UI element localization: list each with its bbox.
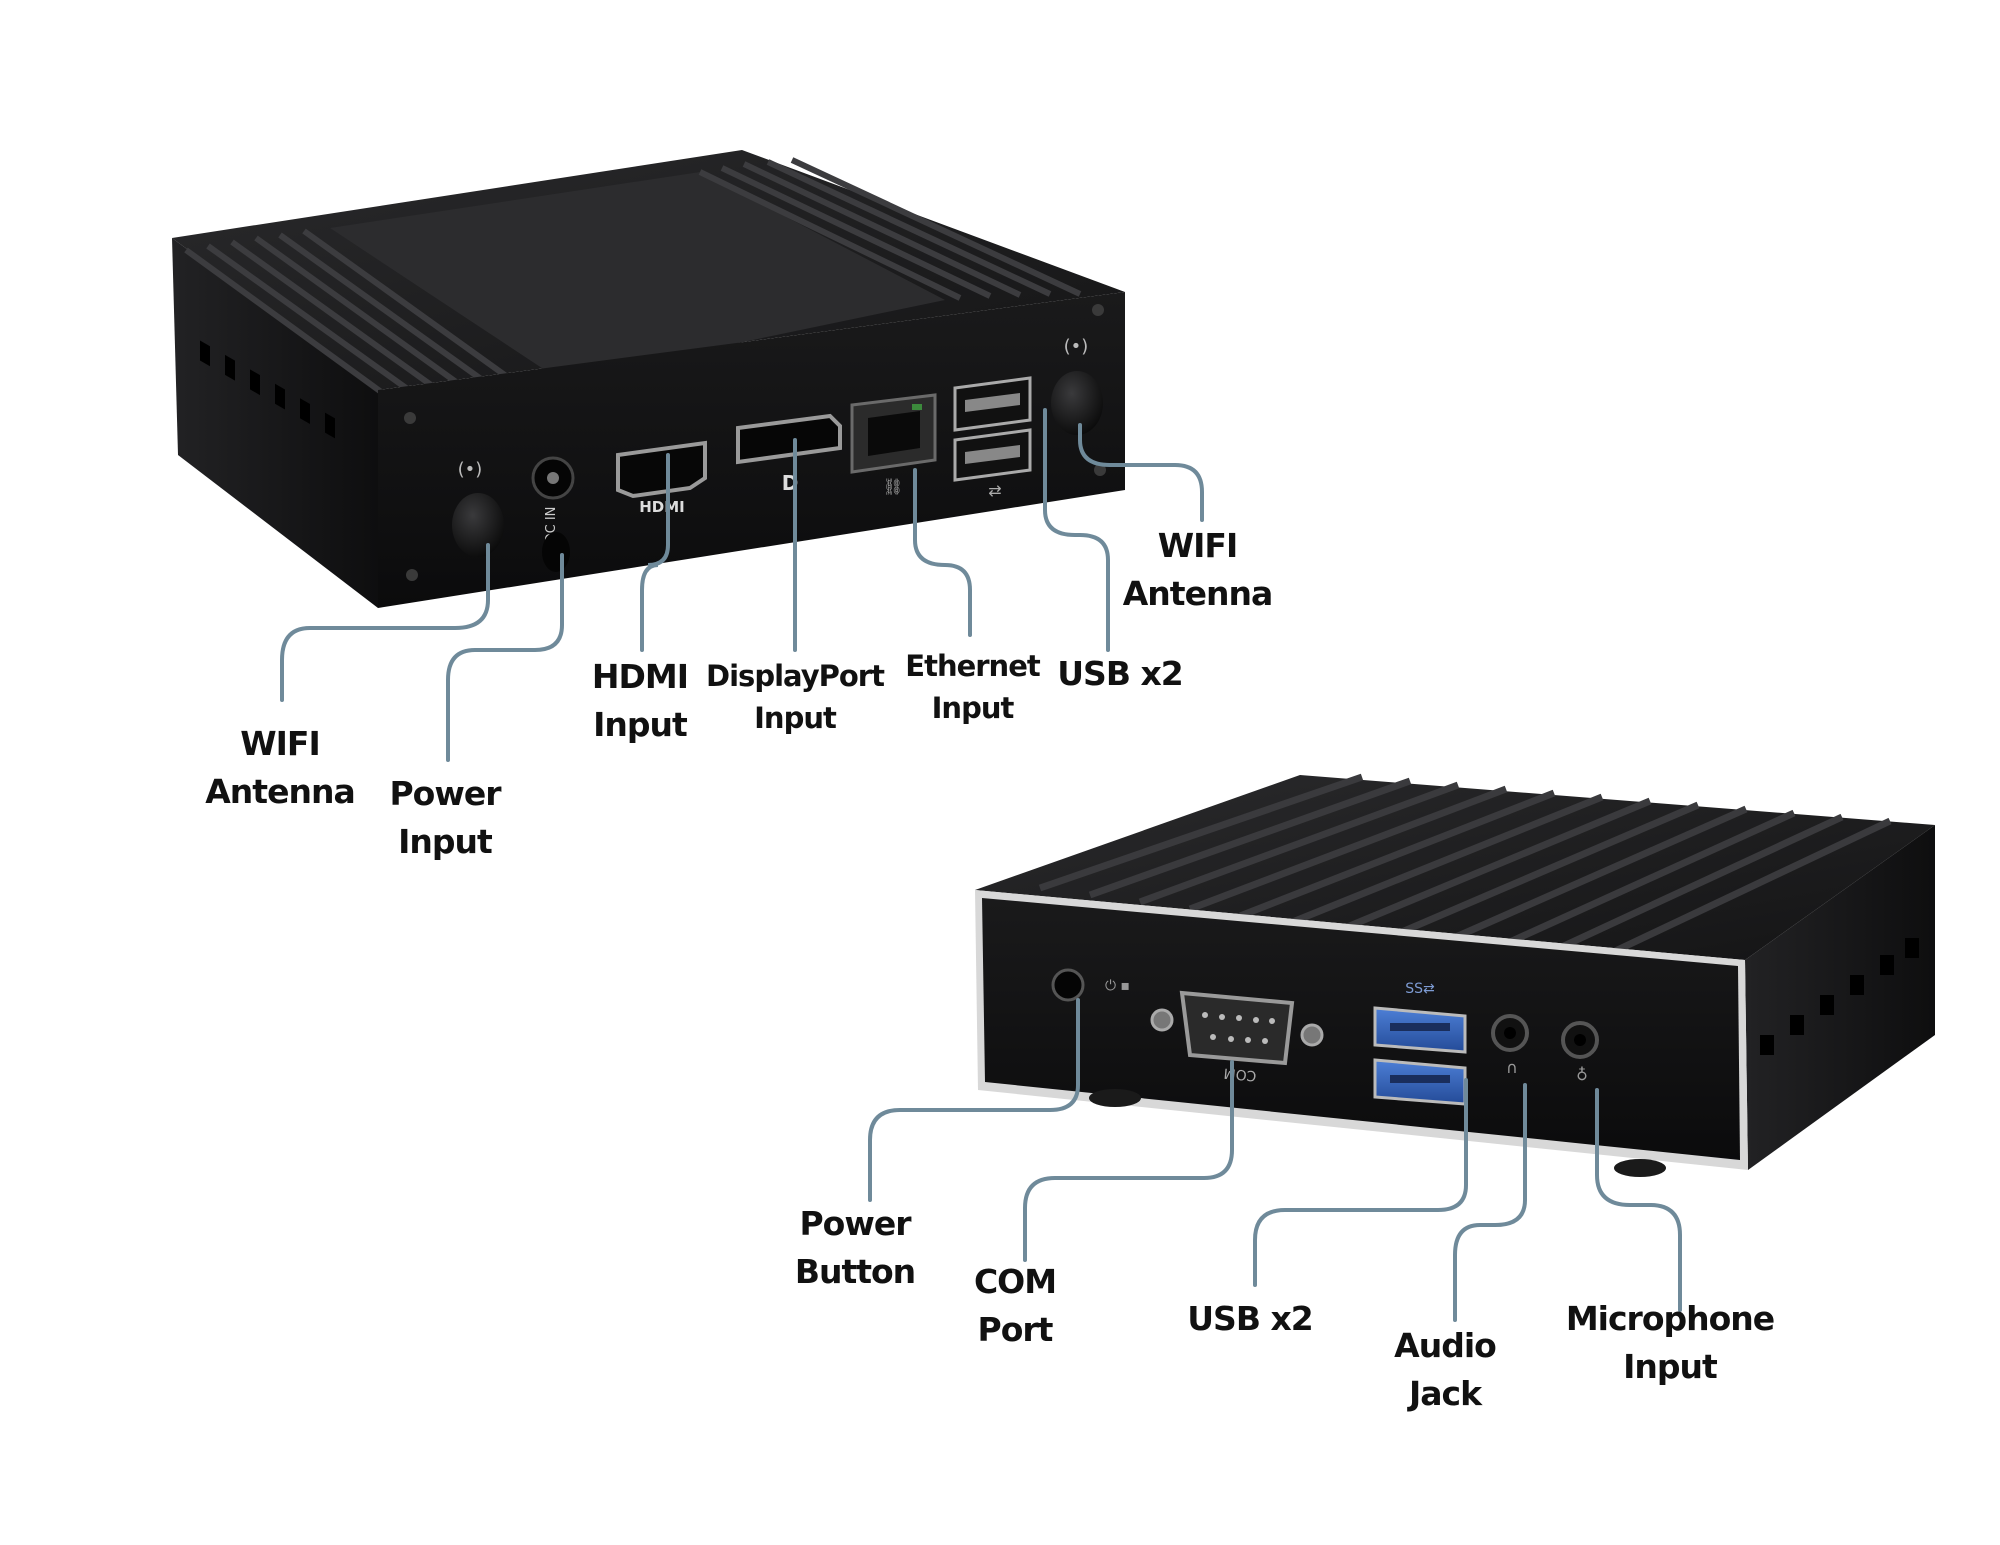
label-line: Microphone bbox=[1565, 1299, 1775, 1338]
label-line: Power bbox=[799, 1204, 912, 1243]
label-line: COM bbox=[973, 1262, 1057, 1301]
label-line: WIFI bbox=[240, 724, 321, 763]
label-line: Audio bbox=[1394, 1326, 1497, 1365]
label-line: Port bbox=[977, 1310, 1054, 1349]
callout-ethernet-input bbox=[913, 468, 972, 637]
front-device-feet bbox=[1089, 1089, 1666, 1177]
wifi-antenna-left: (•) bbox=[452, 459, 504, 557]
callout-wifi-left bbox=[280, 543, 490, 702]
headphone-glyph: ∩ bbox=[1506, 1058, 1518, 1077]
callout-hdmi-input bbox=[640, 453, 670, 652]
label-line: Input bbox=[593, 705, 688, 744]
label-power-input: Power Input bbox=[375, 770, 515, 866]
label-line: HDMI bbox=[591, 657, 689, 696]
mic-jack-hw: ♁ bbox=[1561, 1021, 1599, 1084]
callout-com-port bbox=[1023, 1060, 1234, 1262]
callout-wifi-right bbox=[1078, 423, 1204, 522]
label-line: USB x2 bbox=[1057, 654, 1183, 693]
label-com-port: COM Port bbox=[955, 1258, 1075, 1354]
ethernet-glyph: ⛓ bbox=[883, 477, 903, 496]
rear-usb-ports: ⇄ bbox=[953, 376, 1032, 500]
callout-power-button bbox=[868, 998, 1080, 1202]
rear-device: (•) DC IN HDMI D bbox=[172, 150, 1125, 608]
front-device-side-face bbox=[1745, 825, 1935, 1170]
wifi-antenna-right: (•) bbox=[1051, 336, 1103, 435]
front-usb-ports: SS⇄ bbox=[1373, 981, 1467, 1106]
callout-microphone-input bbox=[1595, 1088, 1682, 1312]
rear-panel-screws bbox=[404, 304, 1106, 581]
wifi-left-glyph: (•) bbox=[458, 459, 483, 480]
rear-device-fins bbox=[184, 157, 1082, 405]
callout-usb-front bbox=[1253, 1078, 1468, 1287]
hdmi-glyph: HDMI bbox=[639, 498, 685, 516]
label-microphone-input: Microphone Input bbox=[1560, 1295, 1780, 1391]
label-audio-jack: Audio Jack bbox=[1385, 1322, 1505, 1418]
audio-jack-hw: ∩ bbox=[1491, 1014, 1529, 1077]
label-displayport-input: DisplayPort Input bbox=[705, 655, 885, 739]
led-glyphs: ⏻ ▪ bbox=[1105, 978, 1130, 994]
label-power-button: Power Button bbox=[785, 1200, 925, 1296]
label-usb-x2-front: USB x2 bbox=[1175, 1295, 1325, 1343]
label-line: Antenna bbox=[205, 772, 355, 811]
wifi-right-glyph: (•) bbox=[1064, 336, 1089, 357]
label-wifi-antenna-right: WIFI Antenna bbox=[1115, 522, 1280, 618]
hdmi-port: HDMI bbox=[616, 440, 707, 516]
ethernet-port: ⛓ bbox=[850, 393, 937, 496]
label-line: Antenna bbox=[1122, 574, 1273, 613]
label-line: Button bbox=[794, 1252, 916, 1291]
label-hdmi-input: HDMI Input bbox=[575, 653, 705, 749]
label-wifi-antenna-left: WIFI Antenna bbox=[205, 720, 355, 816]
rear-device-top-plate bbox=[330, 172, 945, 380]
label-line: Input bbox=[398, 822, 493, 861]
label-line: Input bbox=[754, 701, 837, 735]
callout-lines bbox=[280, 408, 1682, 1322]
rear-device-side-face bbox=[172, 238, 378, 608]
label-line: USB x2 bbox=[1187, 1299, 1313, 1338]
callout-power-input bbox=[446, 553, 564, 762]
label-line: Jack bbox=[1408, 1374, 1482, 1413]
label-line: DisplayPort bbox=[706, 659, 885, 693]
usb-glyph-rear: ⇄ bbox=[988, 481, 1001, 500]
usb3-glyph: SS⇄ bbox=[1405, 981, 1435, 997]
label-usb-x2-rear: USB x2 bbox=[1045, 650, 1195, 698]
callout-usb-rear bbox=[1043, 408, 1110, 652]
front-device-side-vents bbox=[1760, 938, 1919, 1055]
dc-in-port: DC IN bbox=[531, 456, 575, 572]
label-line: Input bbox=[1623, 1347, 1718, 1386]
label-line: Ethernet bbox=[905, 649, 1040, 683]
front-io-panel bbox=[982, 898, 1740, 1160]
front-device-fins bbox=[1038, 773, 1892, 967]
label-line: Input bbox=[931, 691, 1015, 725]
power-button-hw: ⏻ ▪ bbox=[1051, 968, 1130, 1002]
label-ethernet-input: Ethernet Input bbox=[890, 645, 1055, 729]
com-glyph: COM bbox=[1223, 1065, 1257, 1084]
label-line: WIFI bbox=[1157, 526, 1239, 565]
front-device: ⏻ ▪ COM SS⇄ bbox=[975, 773, 1935, 1177]
label-line: Power bbox=[389, 774, 502, 813]
callout-audio-jack bbox=[1453, 1083, 1527, 1322]
mic-glyph: ♁ bbox=[1576, 1065, 1588, 1084]
rear-device-side-vents bbox=[200, 340, 335, 439]
